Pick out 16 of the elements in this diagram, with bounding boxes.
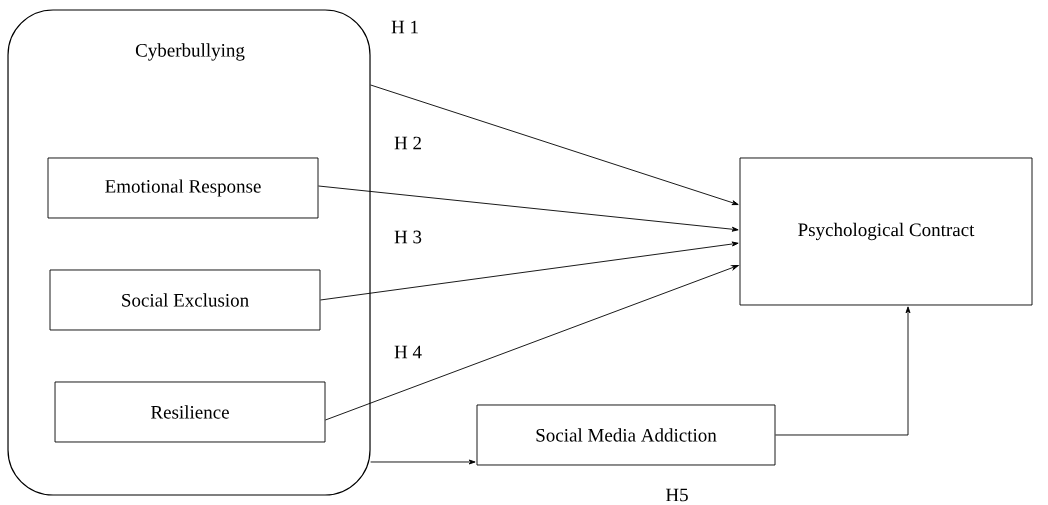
box: Psychological Contract bbox=[739, 157, 1033, 306]
box: Social Media Addiction bbox=[476, 404, 776, 466]
edge-label: H 1 bbox=[391, 20, 418, 34]
edge-label: H 2 bbox=[394, 136, 421, 150]
arrow bbox=[325, 265, 739, 421]
box: Emotional Response bbox=[47, 157, 319, 219]
box: Social Exclusion bbox=[49, 269, 321, 331]
arrow bbox=[320, 241, 739, 301]
arrow bbox=[318, 185, 739, 232]
edge-label: H 3 bbox=[394, 230, 422, 244]
edge-label: H 4 bbox=[394, 345, 422, 359]
hypothesis-label: H5 bbox=[665, 488, 688, 502]
arrow bbox=[775, 306, 911, 436]
arrow bbox=[370, 84, 739, 206]
box: Resilience bbox=[54, 381, 326, 443]
arrow bbox=[370, 459, 476, 465]
